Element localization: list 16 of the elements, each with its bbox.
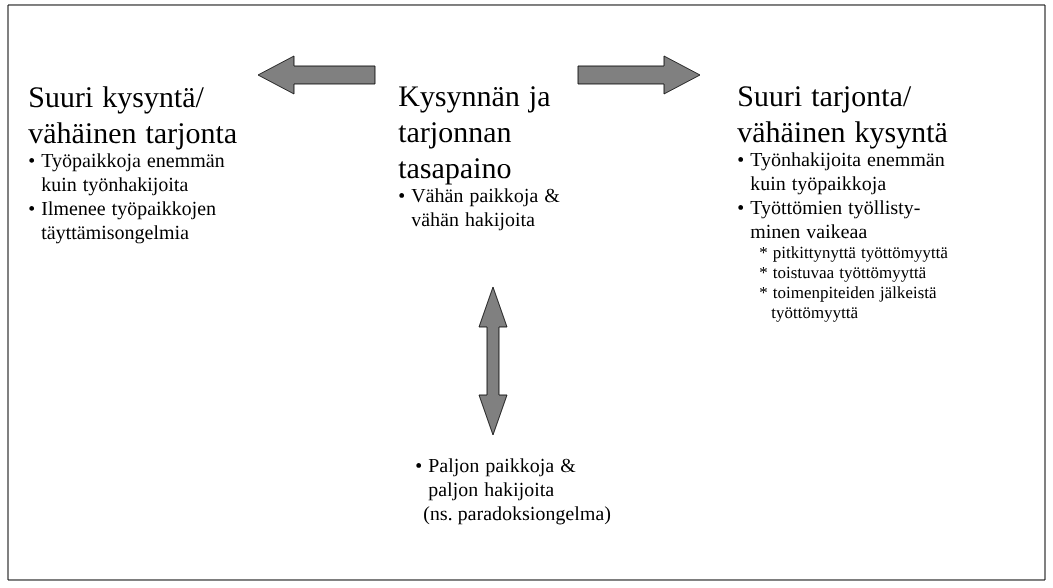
bullet-item: • Vähän paikkoja & vähän hakijoita (399, 188, 560, 231)
bullet-item: • Työpaikkoja enemmän kuin työnhakijoita (29, 153, 225, 196)
bullet-item: • Ilmenee työpaikkojen täyttämisongelmia (29, 201, 216, 244)
block-arrow (577, 55, 701, 95)
bullet-item: • Työttömien työllisty- minen vaikeaa (738, 200, 920, 239)
block-arrow (257, 55, 376, 95)
bullet-item: • Paljon paikkoja & paljon hakijoita (416, 458, 576, 501)
heading: Kysynnän ja tarjonnan tasapaino (398, 86, 551, 185)
heading: Suuri kysyntä/ vähäinen tarjonta (28, 86, 237, 150)
block-arrow (478, 286, 508, 436)
bullet-item: • Työnhakijoita enemmän kuin työpaikkoja (738, 152, 945, 195)
note-text: (ns. paradoksiongelma) (424, 506, 611, 525)
sub-item: * toistuvaa työttömyyttä (760, 266, 926, 282)
heading: Suuri tarjonta/ vähäinen kysyntä (737, 86, 948, 149)
sub-item: * toimenpiteiden jälkeistä työttömyyttä (760, 286, 937, 322)
sub-item: * pitkittynyttä työttömyyttä (760, 246, 948, 262)
